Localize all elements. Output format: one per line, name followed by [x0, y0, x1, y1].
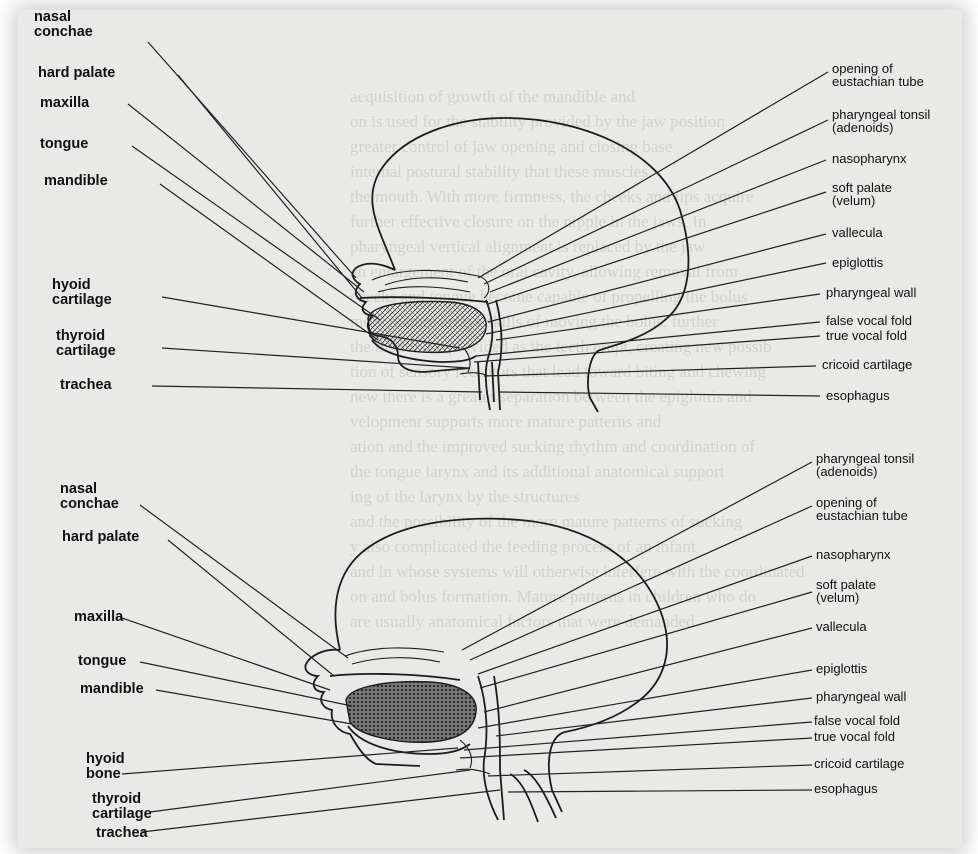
- label-tongue: tongue: [40, 137, 88, 152]
- leader-lines-bottom-right: [460, 462, 812, 792]
- label-false-vocal-fold: false vocal fold: [814, 714, 900, 727]
- infant-head-drawing: [305, 519, 667, 822]
- label-soft-palate: soft palate(velum): [816, 578, 876, 605]
- label-pharyngeal-wall: pharyngeal wall: [816, 690, 906, 703]
- label-cricoid-cartilage: cricoid cartilage: [814, 757, 904, 770]
- label-soft-palate: soft palate(velum): [832, 181, 892, 208]
- label-maxilla: maxilla: [40, 96, 89, 111]
- label-trachea: trachea: [96, 826, 148, 841]
- label-hard-palate: hard palate: [62, 530, 139, 545]
- adult-head-drawing: [353, 118, 689, 412]
- label-maxilla: maxilla: [74, 610, 123, 625]
- label-mandible: mandible: [80, 682, 144, 697]
- label-mandible: mandible: [44, 174, 108, 189]
- label-true-vocal-fold: true vocal fold: [814, 730, 895, 743]
- label-vallecula: vallecula: [816, 620, 867, 633]
- label-tongue: tongue: [78, 654, 126, 669]
- label-nasopharynx: nasopharynx: [816, 548, 890, 561]
- label-esophagus: esophagus: [826, 389, 890, 402]
- label-cricoid-cartilage: cricoid cartilage: [822, 358, 912, 371]
- label-epiglottis: epiglottis: [832, 256, 883, 269]
- label-hard-palate: hard palate: [38, 66, 115, 81]
- label-pharyngeal-wall: pharyngeal wall: [826, 286, 916, 299]
- label-esophagus: esophagus: [814, 782, 878, 795]
- label-epiglottis: epiglottis: [816, 662, 867, 675]
- label-pharyngeal-tonsil: pharyngeal tonsil(adenoids): [832, 108, 930, 135]
- label-pharyngeal-tonsil: pharyngeal tonsil(adenoids): [816, 452, 914, 479]
- label-trachea: trachea: [60, 378, 112, 393]
- label-false-vocal-fold: false vocal fold: [826, 314, 912, 327]
- label-vallecula: vallecula: [832, 226, 883, 239]
- leader-lines-bottom-left: [122, 505, 500, 832]
- label-nasopharynx: nasopharynx: [832, 152, 906, 165]
- leader-lines-top-right: [474, 72, 828, 396]
- label-true-vocal-fold: true vocal fold: [826, 329, 907, 342]
